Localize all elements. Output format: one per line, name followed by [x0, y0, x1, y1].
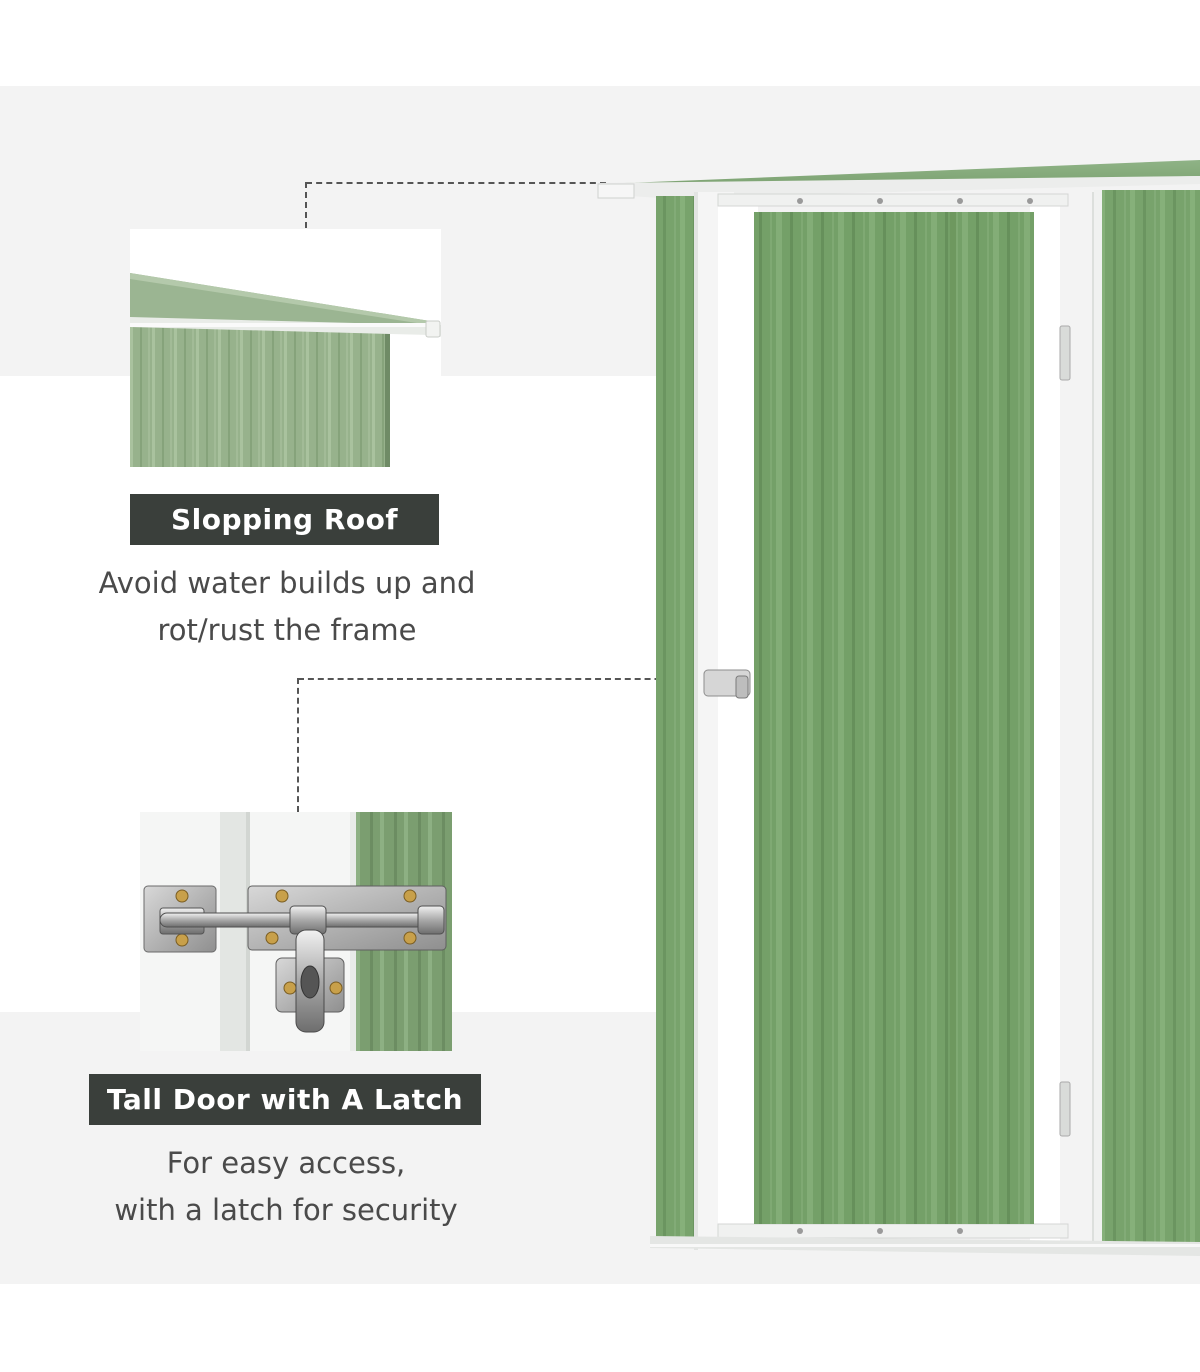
description-line: rot/rust the frame	[157, 613, 417, 647]
garden-shed-image	[590, 150, 1200, 1260]
description-line: For easy access,	[166, 1146, 406, 1180]
roof-closeup-image	[130, 229, 441, 467]
roof-leader-vertical	[305, 182, 307, 228]
latch-leader-horizontal	[298, 678, 710, 680]
description-line: with a latch for security	[114, 1193, 458, 1227]
roof-leader-horizontal	[306, 182, 606, 184]
door-latch-closeup-image	[140, 812, 452, 1051]
feature-title-tall-door-latch: Tall Door with A Latch	[89, 1074, 481, 1125]
feature-description-slopping-roof: Avoid water builds up and rot/rust the f…	[67, 560, 507, 654]
feature-description-tall-door-latch: For easy access, with a latch for securi…	[66, 1140, 506, 1234]
feature-title-slopping-roof: Slopping Roof	[130, 494, 439, 545]
latch-leader-vertical	[297, 678, 299, 812]
description-line: Avoid water builds up and	[98, 566, 476, 600]
